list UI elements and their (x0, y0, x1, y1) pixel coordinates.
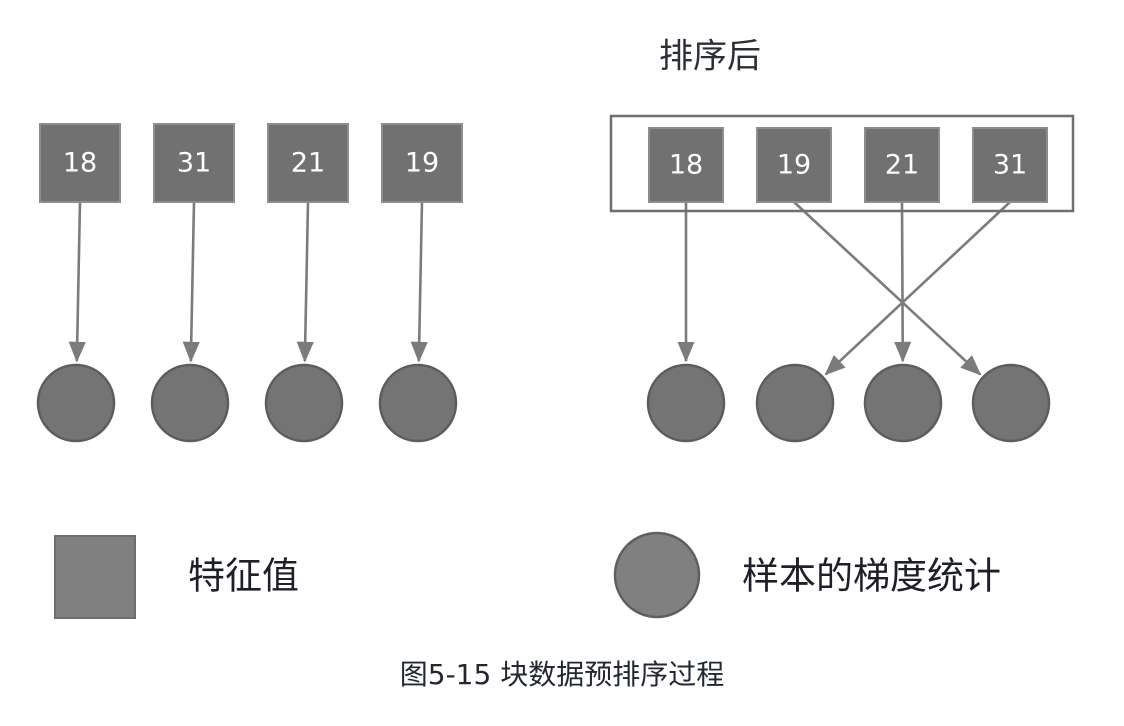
right-gradient-circles (646, 363, 1051, 443)
gradient-stat-circle[interactable] (36, 363, 116, 443)
feature-box[interactable]: 18 (39, 123, 121, 203)
feature-box-rect[interactable] (267, 123, 349, 203)
gradient-stat-circle[interactable] (863, 363, 943, 443)
feature-box-label: 18 (669, 150, 703, 181)
gradient-stat-circle[interactable] (971, 363, 1051, 443)
left-feature-boxes: 18 31 21 19 (39, 123, 463, 203)
feature-box-rect[interactable] (756, 127, 832, 203)
feature-box-rect[interactable] (864, 127, 940, 203)
legend-item-feature-value: 特征值 (54, 535, 299, 619)
feature-box[interactable]: 19 (756, 127, 832, 203)
edge-left-1 (182, 201, 200, 363)
feature-box-rect[interactable] (153, 123, 235, 203)
feature-box-rect[interactable] (381, 123, 463, 203)
left-group-unsorted: 18 31 21 19 (36, 123, 463, 443)
feature-box-label: 19 (405, 148, 439, 179)
edge-left-3 (410, 201, 428, 363)
sorted-block-frame (609, 114, 1075, 213)
edge-left-0 (68, 201, 86, 363)
feature-box[interactable]: 21 (267, 123, 349, 203)
feature-box-rect[interactable] (39, 123, 121, 203)
feature-box-label: 18 (63, 148, 97, 179)
square-swatch-icon (54, 535, 136, 619)
legend-label-gradient-stat: 样本的梯度统计 (742, 555, 1001, 598)
edge-right-2 (894, 201, 912, 363)
feature-box-rect[interactable] (972, 127, 1048, 203)
feature-box-label: 31 (177, 148, 211, 179)
left-gradient-circles (36, 363, 458, 443)
legend-label-feature-value: 特征值 (188, 555, 299, 598)
right-feature-boxes: 18 19 21 31 (648, 127, 1048, 203)
gradient-stat-circle[interactable] (378, 363, 458, 443)
gradient-stat-circle[interactable] (646, 363, 726, 443)
feature-box[interactable]: 31 (972, 127, 1048, 203)
figure-caption: 图5-15 块数据预排序过程 (400, 658, 724, 691)
feature-box-label: 31 (993, 150, 1027, 181)
right-group-sorted: 排序后 18 19 21 (609, 37, 1075, 443)
feature-box-label: 21 (291, 148, 325, 179)
legend-item-gradient-stat: 样本的梯度统计 (613, 531, 1001, 619)
gradient-stat-circle[interactable] (150, 363, 230, 443)
edge-right-3 (824, 201, 1011, 376)
edge-right-1 (793, 201, 982, 376)
feature-box[interactable]: 31 (153, 123, 235, 203)
feature-box-label: 19 (777, 150, 811, 181)
edge-left-2 (296, 201, 314, 363)
feature-box-label: 21 (885, 150, 919, 181)
feature-box[interactable]: 19 (381, 123, 463, 203)
sorted-group-heading: 排序后 (659, 37, 761, 77)
gradient-stat-circle[interactable] (755, 363, 835, 443)
left-edges (68, 201, 428, 363)
feature-box[interactable]: 21 (864, 127, 940, 203)
feature-box[interactable]: 18 (648, 127, 724, 203)
feature-box-rect[interactable] (648, 127, 724, 203)
gradient-stat-circle[interactable] (264, 363, 344, 443)
legend: 特征值 样本的梯度统计 (54, 531, 1001, 619)
right-edges (677, 201, 1011, 376)
circle-swatch-icon (613, 531, 701, 619)
